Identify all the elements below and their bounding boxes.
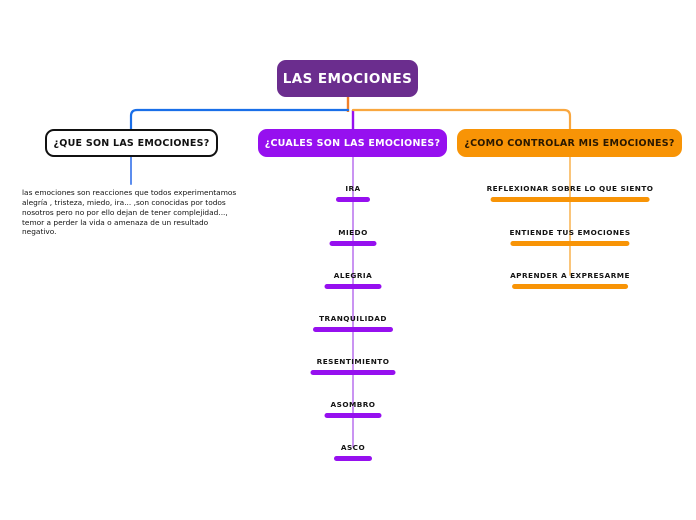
leaf-item-asombro[interactable]: ASOMBRO: [324, 400, 382, 419]
leaf-label: ALEGRIA: [333, 271, 373, 280]
leaf-underline-bar: [313, 327, 393, 333]
leaf-label: APRENDER A EXPRESARME: [510, 271, 630, 280]
branch-node-como-controlar-label: ¿COMO CONTROLAR MIS EMOCIONES?: [464, 137, 675, 149]
leaf-underline-bar: [512, 284, 628, 290]
leaf-underline-bar: [490, 197, 650, 203]
leaf-underline-bar: [510, 241, 630, 247]
leaf-underline-bar: [324, 284, 382, 290]
leaf-item-ira[interactable]: IRA: [336, 184, 370, 203]
connector-root-to-como-controlar: [351, 108, 572, 131]
leaf-item-asco[interactable]: ASCO: [334, 443, 372, 462]
branch-node-que-son-label: ¿QUE SON LAS EMOCIONES?: [53, 137, 210, 149]
connector-root-to-que-son: [129, 108, 350, 131]
leaf-label: ASOMBRO: [330, 400, 376, 409]
leaf-item-miedo[interactable]: MIEDO: [329, 228, 377, 247]
root-node-label: LAS EMOCIONES: [282, 70, 413, 87]
leaf-label: REFLEXIONAR SOBRE LO QUE SIENTO: [486, 184, 654, 193]
leaf-underline-bar: [329, 241, 377, 247]
leaf-item-alegria[interactable]: ALEGRIA: [324, 271, 382, 290]
leaf-underline-bar: [336, 197, 370, 203]
branch-node-cuales-son-label: ¿CUALES SON LAS EMOCIONES?: [264, 137, 441, 149]
leaf-label: RESENTIMIENTO: [316, 357, 390, 366]
leaf-item-resentimiento[interactable]: RESENTIMIENTO: [310, 357, 396, 376]
branch-node-como-controlar[interactable]: ¿COMO CONTROLAR MIS EMOCIONES?: [457, 129, 682, 157]
branch-node-cuales-son[interactable]: ¿CUALES SON LAS EMOCIONES?: [258, 129, 447, 157]
leaf-item-reflexionar[interactable]: REFLEXIONAR SOBRE LO QUE SIENTO: [486, 184, 654, 203]
que-son-body-text: las emociones son reacciones que todos e…: [22, 188, 237, 237]
leaf-label: TRANQUILIDAD: [319, 314, 387, 323]
leaf-label: ENTIENDE TUS EMOCIONES: [509, 228, 631, 237]
leaf-item-entiende[interactable]: ENTIENDE TUS EMOCIONES: [509, 228, 631, 247]
leaf-label: IRA: [345, 184, 361, 193]
leaf-item-tranquilidad[interactable]: TRANQUILIDAD: [313, 314, 393, 333]
leaf-underline-bar: [310, 370, 396, 376]
leaf-label: ASCO: [340, 443, 366, 452]
leaf-item-aprender[interactable]: APRENDER A EXPRESARME: [510, 271, 630, 290]
leaf-underline-bar: [334, 456, 372, 462]
branch-node-que-son[interactable]: ¿QUE SON LAS EMOCIONES?: [45, 129, 218, 157]
leaf-underline-bar: [324, 413, 382, 419]
leaf-label: MIEDO: [338, 228, 368, 237]
root-node[interactable]: LAS EMOCIONES: [277, 60, 418, 97]
